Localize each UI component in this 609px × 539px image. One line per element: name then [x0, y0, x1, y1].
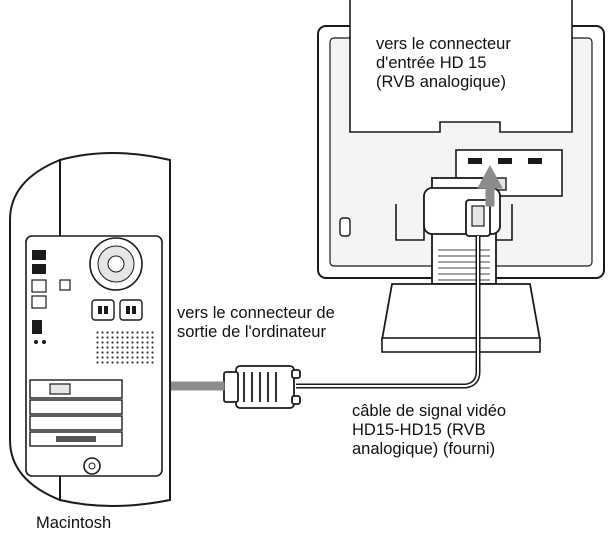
expansion-slot-video — [29, 379, 123, 399]
up-arrow-icon — [477, 164, 503, 207]
macintosh-tower — [9, 152, 171, 507]
label-line: (RVB analogique) — [376, 73, 506, 91]
monitor-base — [380, 283, 542, 341]
label-line: d'entrée HD 15 — [376, 54, 487, 72]
label-line: HD15-HD15 (RVB — [352, 421, 486, 439]
vent-grille — [94, 330, 154, 366]
monitor-rear — [317, 0, 605, 353]
label-line: sortie de l'ordinateur — [177, 323, 326, 341]
video-out-port — [49, 383, 71, 395]
label-line: analogique) (fourni) — [352, 440, 496, 458]
computer-label: Macintosh — [36, 514, 112, 532]
power-socket-1 — [91, 299, 115, 321]
power-socket-2 — [119, 299, 143, 321]
output-connector-label: vers le connecteur de sortie de l'ordina… — [177, 304, 335, 342]
label-line: vers le connecteur de — [177, 304, 335, 322]
label-line: câble de signal vidéo — [352, 402, 507, 420]
hd15-plug — [223, 365, 301, 409]
monitor-cover — [349, 0, 573, 133]
monitor-connector-block — [455, 149, 563, 197]
label-line: vers le connecteur — [376, 35, 511, 53]
input-connector-label: vers le connecteur d'entrée HD 15 (RVB a… — [376, 35, 511, 92]
cable-label: câble de signal vidéo HD15-HD15 (RVB ana… — [352, 402, 506, 459]
